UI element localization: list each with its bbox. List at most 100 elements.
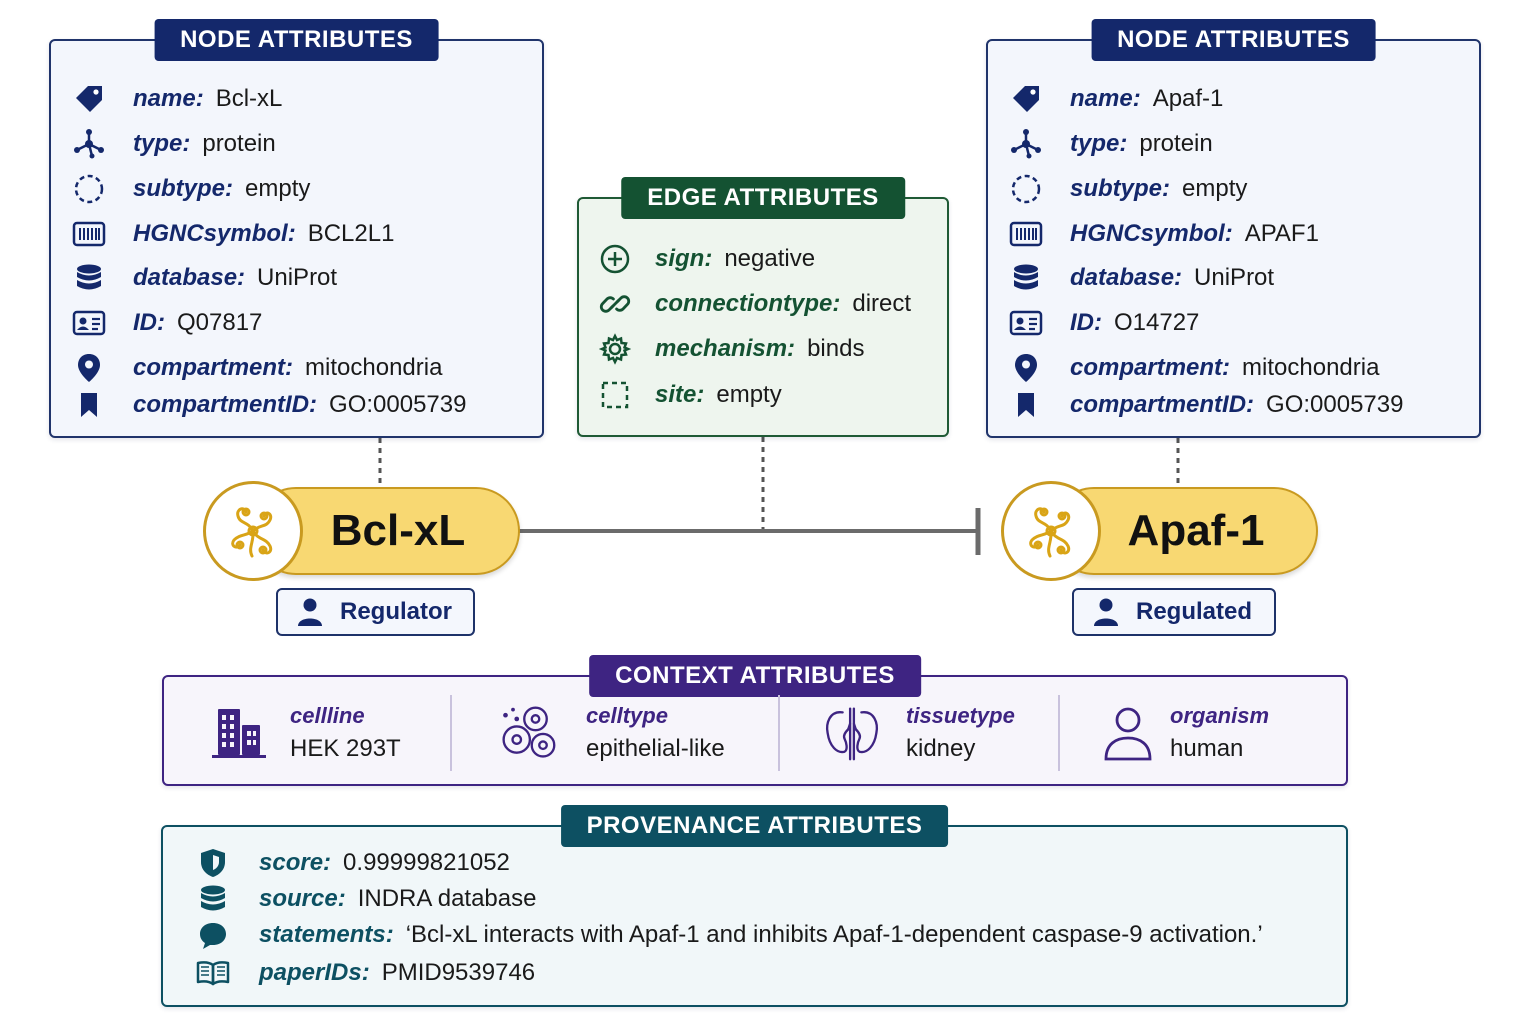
attr-value: INDRA database bbox=[357, 885, 537, 912]
attr-key: database: bbox=[133, 264, 246, 291]
id-card-icon bbox=[71, 307, 107, 339]
regulated-role-label: Regulated bbox=[1136, 598, 1253, 625]
attr-key: database: bbox=[1070, 264, 1183, 291]
source-node-pill[interactable]: Bcl-xL bbox=[252, 487, 520, 575]
prov-attr-source: source:INDRA database bbox=[163, 883, 1346, 915]
attr-value: ‘Bcl-xL interacts with Apaf-1 and inhibi… bbox=[405, 921, 1263, 948]
attr-key: connectiontype: bbox=[655, 290, 841, 317]
attr-value: mitochondria bbox=[305, 354, 443, 381]
attr-key: subtype: bbox=[1070, 175, 1171, 202]
open-book-icon bbox=[195, 957, 231, 989]
database-icon bbox=[195, 883, 231, 915]
context-organism: organism human bbox=[1098, 699, 1318, 771]
cells-icon bbox=[498, 703, 558, 763]
regulator-role-label: Regulator bbox=[340, 598, 453, 625]
network-icon bbox=[1008, 128, 1044, 160]
context-value: human bbox=[1170, 735, 1244, 762]
dashed-circle-icon bbox=[1008, 173, 1044, 205]
provenance-attributes-title: PROVENANCE ATTRIBUTES bbox=[560, 805, 949, 847]
attr-value: GO:0005739 bbox=[329, 391, 467, 418]
bookmark-icon bbox=[1008, 389, 1044, 421]
attr-value: 0.99999821052 bbox=[343, 849, 510, 876]
attr-value: Bcl-xL bbox=[215, 85, 283, 112]
context-celltype: celltype epithelial-like bbox=[498, 699, 758, 771]
edge-attributes-panel: EDGE ATTRIBUTES sign:negative connection… bbox=[577, 177, 949, 437]
person-outline-icon bbox=[1098, 703, 1158, 763]
context-attributes-title: CONTEXT ATTRIBUTES bbox=[589, 655, 921, 697]
context-cellline: cellline HEK 293T bbox=[208, 699, 448, 771]
edge-attr-mechanism: mechanism: binds bbox=[579, 333, 947, 365]
database-icon bbox=[1008, 262, 1044, 294]
attr-key: score: bbox=[259, 849, 332, 876]
edge-attr-sign: sign:negative bbox=[579, 243, 947, 275]
right-attr-subtype: subtype:empty bbox=[988, 173, 1479, 205]
id-card-icon bbox=[1008, 307, 1044, 339]
attr-value: direct bbox=[852, 290, 912, 317]
barcode-icon bbox=[71, 218, 107, 250]
left-attr-subtype: subtype:empty bbox=[51, 173, 542, 205]
attr-key: mechanism: bbox=[655, 335, 796, 362]
attr-value: PMID9539746 bbox=[381, 959, 536, 986]
provenance-attributes-panel: PROVENANCE ATTRIBUTES score: 0.9999982105… bbox=[161, 805, 1348, 1007]
person-icon bbox=[296, 596, 324, 628]
shield-icon bbox=[195, 847, 231, 879]
attr-key: statements: bbox=[259, 921, 394, 948]
context-value: kidney bbox=[906, 735, 976, 762]
attr-key: type: bbox=[1070, 130, 1128, 157]
attr-value: Q07817 bbox=[177, 309, 263, 336]
attr-value: UniProt bbox=[1194, 264, 1275, 291]
left-attr-database: database:UniProt bbox=[51, 262, 542, 294]
prov-attr-score: score: 0.99999821052 bbox=[163, 847, 1346, 879]
edge-attr-site: site:empty bbox=[579, 379, 947, 411]
protein-structure-icon bbox=[1001, 481, 1101, 581]
network-icon bbox=[71, 128, 107, 160]
attr-key: HGNCsymbol: bbox=[133, 220, 296, 247]
building-icon bbox=[208, 703, 268, 763]
left-attr-hgnc: HGNCsymbol:BCL2L1 bbox=[51, 218, 542, 250]
left-node-attributes-title: NODE ATTRIBUTES bbox=[154, 19, 439, 61]
dashed-circle-icon bbox=[71, 173, 107, 205]
attr-value: empty bbox=[716, 381, 782, 408]
attr-key: compartment: bbox=[1070, 354, 1231, 381]
location-pin-icon bbox=[71, 352, 107, 384]
context-key: organism bbox=[1170, 703, 1270, 728]
right-attr-id: ID:O14727 bbox=[988, 307, 1479, 339]
barcode-icon bbox=[1008, 218, 1044, 250]
left-attr-type: type: protein bbox=[51, 128, 542, 160]
left-attr-name: name:Bcl-xL bbox=[51, 83, 542, 115]
right-attr-database: database: UniProt bbox=[988, 262, 1479, 294]
right-attr-hgnc: HGNCsymbol:APAF1 bbox=[988, 218, 1479, 250]
context-attributes-panel: CONTEXT ATTRIBUTES cellline HEK 293T cel… bbox=[162, 655, 1348, 786]
context-value: HEK 293T bbox=[290, 735, 401, 762]
context-key: celltype bbox=[586, 703, 668, 728]
attr-key: compartment: bbox=[133, 354, 294, 381]
attr-key: type: bbox=[133, 130, 191, 157]
person-icon bbox=[1092, 596, 1120, 628]
prov-attr-paperids: paperIDs:PMID9539746 bbox=[163, 957, 1346, 989]
target-node-label: Apaf-1 bbox=[1127, 506, 1265, 555]
attr-key: compartmentID: bbox=[1070, 391, 1255, 418]
context-key: cellline bbox=[290, 703, 365, 728]
bookmark-icon bbox=[71, 389, 107, 421]
tag-icon bbox=[71, 83, 107, 115]
attr-value: binds bbox=[807, 335, 865, 362]
attr-value: protein bbox=[202, 130, 276, 157]
right-node-attributes-title: NODE ATTRIBUTES bbox=[1091, 19, 1376, 61]
context-divider bbox=[1058, 695, 1060, 771]
context-key: tissuetype bbox=[906, 703, 1015, 728]
speech-bubble-icon bbox=[195, 919, 231, 951]
right-attr-type: type:protein bbox=[988, 128, 1479, 160]
edge-attr-connectiontype: connectiontype: direct bbox=[579, 288, 947, 320]
link-icon bbox=[597, 288, 633, 320]
regulator-role-badge: Regulator bbox=[276, 588, 475, 636]
attr-key: name: bbox=[1070, 85, 1141, 112]
regulated-role-badge: Regulated bbox=[1072, 588, 1276, 636]
attr-value: mitochondria bbox=[1242, 354, 1380, 381]
edge-attributes-title: EDGE ATTRIBUTES bbox=[621, 177, 905, 219]
database-icon bbox=[71, 262, 107, 294]
attr-value: APAF1 bbox=[1244, 220, 1319, 247]
attr-key: ID: bbox=[1070, 309, 1102, 336]
right-attr-name: name: Apaf-1 bbox=[988, 83, 1479, 115]
attr-value: Apaf-1 bbox=[1152, 85, 1224, 112]
